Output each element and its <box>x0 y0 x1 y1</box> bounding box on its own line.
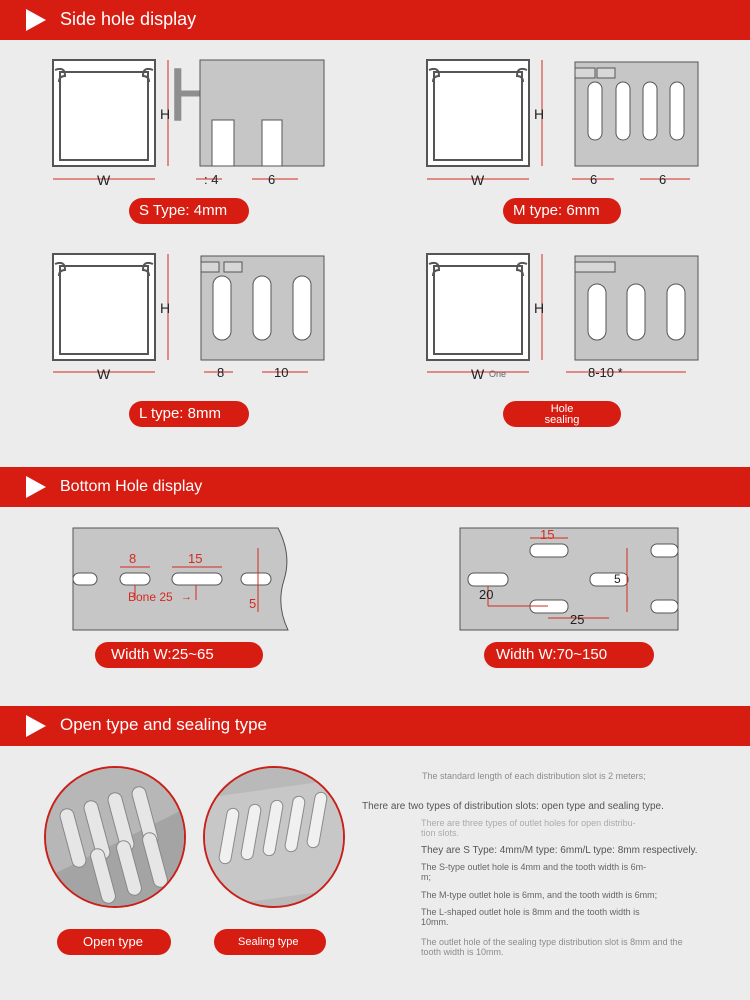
note-line: tooth width is 10mm. <box>421 947 504 957</box>
section-banner-bottom: Bottom Hole display <box>0 467 750 507</box>
note-line: There are two types of distribution slot… <box>362 801 664 812</box>
dim-label: 8 <box>217 365 225 380</box>
note-line: 10mm. <box>421 917 449 927</box>
dim-label: 15 <box>188 551 203 566</box>
m-type-badge: M type: 6mm <box>503 198 621 224</box>
section-banner-types: Open type and sealing type <box>0 706 750 746</box>
dim-label: 5 <box>249 596 257 611</box>
dim-label: 20 <box>479 587 494 602</box>
m-type-side <box>574 61 699 167</box>
dim-label-h: H <box>160 106 171 122</box>
arrow-right-icon: → <box>181 591 192 603</box>
dim-label: 25 <box>570 612 585 627</box>
s-type-profile <box>52 59 156 167</box>
sealing-type-photo <box>203 766 345 908</box>
sealing-type-badge: Sealing type <box>214 929 326 955</box>
sealing-badge: Hole sealing <box>503 401 621 427</box>
width-range-badge: Width W:25~65 <box>95 642 263 668</box>
note-line: They are S Type: 4mm/M type: 6mm/L type:… <box>421 845 698 856</box>
dim-label-w: W <box>471 172 485 188</box>
dim-label: 6 <box>268 172 276 187</box>
note-line: The outlet hole of the sealing type dist… <box>421 937 683 947</box>
width-range-badge: Width W:70~150 <box>484 642 654 668</box>
s-type-side <box>199 59 325 167</box>
dim-label: 5 <box>614 572 621 586</box>
dim-label-small: One <box>489 369 507 379</box>
dim-label-h: H <box>534 106 545 122</box>
dim-label-h: H <box>534 300 545 316</box>
dim-label: 6 <box>590 172 598 187</box>
section-title: Bottom Hole display <box>60 478 203 495</box>
play-triangle-icon <box>26 476 46 498</box>
note-line: tion slots. <box>421 828 460 838</box>
section-banner-side: Side hole display <box>0 0 750 40</box>
note-line: The S-type outlet hole is 4mm and the to… <box>421 862 647 872</box>
note-line: There are three types of outlet holes fo… <box>421 818 636 828</box>
bottom-right-plate <box>459 527 679 631</box>
open-type-badge: Open type <box>57 929 171 955</box>
section-title: Side hole display <box>60 9 197 29</box>
dim-label-w: W <box>97 366 111 382</box>
note-line: The L-shaped outlet hole is 8mm and the … <box>421 907 640 917</box>
bottom-left-plate <box>72 527 289 631</box>
play-triangle-icon <box>26 9 46 31</box>
l-type-profile <box>52 253 156 361</box>
dim-label: 6 <box>659 172 667 187</box>
note-line: m; <box>421 872 431 882</box>
dim-label: : 4 <box>204 172 219 187</box>
l-type-side <box>200 255 325 361</box>
sealing-type-profile <box>426 253 530 361</box>
sealing-duct-image <box>205 768 343 906</box>
dim-label-h: H <box>160 300 171 316</box>
dim-label: 10 <box>274 365 289 380</box>
s-type-badge: S Type: 4mm <box>129 198 249 224</box>
dim-note: Bone 25 <box>128 590 173 604</box>
section-title: Open type and sealing type <box>60 715 267 734</box>
l-type-badge: L type: 8mm <box>129 401 249 427</box>
dim-label-w: W <box>97 172 111 188</box>
m-type-profile <box>426 59 530 167</box>
sealing-type-side <box>574 255 699 361</box>
note-line: The standard length of each distribution… <box>422 771 646 781</box>
open-type-photo <box>44 766 186 908</box>
dim-label: 15 <box>540 527 555 542</box>
dim-label-w: W <box>471 366 485 382</box>
open-duct-image <box>46 768 184 906</box>
play-triangle-icon <box>26 715 46 737</box>
dim-label: 8 <box>129 551 137 566</box>
sealing-badge-line2: sealing <box>544 414 580 426</box>
dim-label: 8-10 * <box>588 365 623 380</box>
note-line: The M-type outlet hole is 6mm, and the t… <box>421 890 658 900</box>
sealing-badge-line1: Hole <box>550 403 574 415</box>
